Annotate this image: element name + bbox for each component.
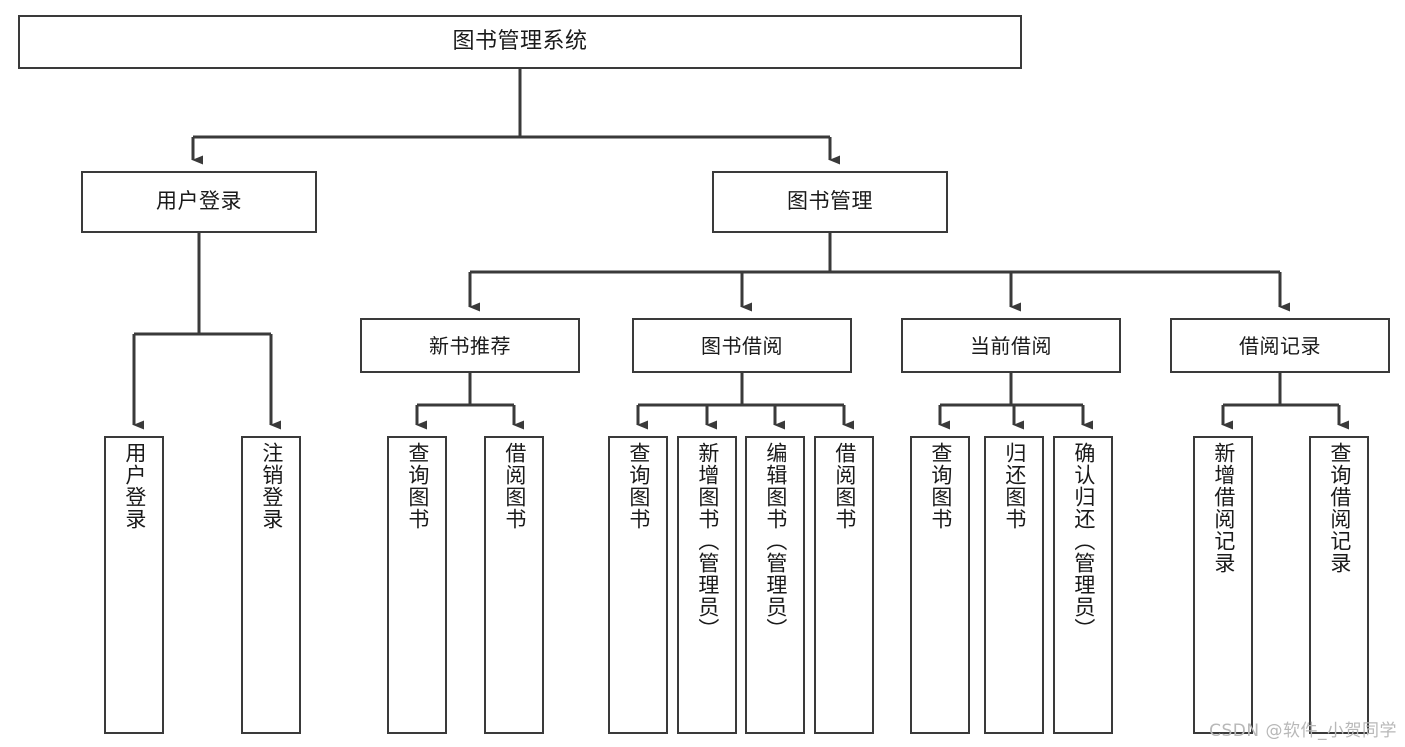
node-leaf-query-book-2-label: 查询图书 xyxy=(626,442,651,530)
node-leaf-edit-book[interactable]: 编辑图书（管理员） xyxy=(745,436,805,734)
node-leaf-return-book-label: 归还图书 xyxy=(1002,442,1027,530)
node-leaf-add-book[interactable]: 新增图书（管理员） xyxy=(677,436,737,734)
node-leaf-query-book-1[interactable]: 查询图书 xyxy=(387,436,447,734)
node-leaf-user-login-label: 用户登录 xyxy=(122,442,147,530)
node-user-login[interactable]: 用户登录 xyxy=(81,171,317,233)
node-leaf-user-logout-label: 注销登录 xyxy=(259,442,284,530)
node-leaf-user-logout[interactable]: 注销登录 xyxy=(241,436,301,734)
node-leaf-query-book-3-label: 查询图书 xyxy=(928,442,953,530)
node-leaf-borrow-book-1[interactable]: 借阅图书 xyxy=(484,436,544,734)
node-borrow-record-label: 借阅记录 xyxy=(1239,333,1321,358)
node-leaf-query-book-3[interactable]: 查询图书 xyxy=(910,436,970,734)
node-root[interactable]: 图书管理系统 xyxy=(18,15,1022,69)
node-new-book-rec[interactable]: 新书推荐 xyxy=(360,318,580,373)
node-new-book-rec-label: 新书推荐 xyxy=(429,333,511,358)
node-root-label: 图书管理系统 xyxy=(452,28,588,54)
node-book-manage-label: 图书管理 xyxy=(787,189,873,214)
node-current-borrow-label: 当前借阅 xyxy=(970,333,1052,358)
node-borrow-record[interactable]: 借阅记录 xyxy=(1170,318,1390,373)
node-leaf-borrow-book-1-label: 借阅图书 xyxy=(502,442,527,530)
node-leaf-add-record-label: 新增借阅记录 xyxy=(1211,442,1236,574)
node-leaf-query-record-label: 查询借阅记录 xyxy=(1327,442,1352,574)
node-leaf-add-record[interactable]: 新增借阅记录 xyxy=(1193,436,1253,734)
node-book-borrow-label: 图书借阅 xyxy=(701,333,783,358)
node-leaf-borrow-book-2-label: 借阅图书 xyxy=(832,442,857,530)
node-book-manage[interactable]: 图书管理 xyxy=(712,171,948,233)
node-leaf-query-book-2[interactable]: 查询图书 xyxy=(608,436,668,734)
node-leaf-user-login[interactable]: 用户登录 xyxy=(104,436,164,734)
node-current-borrow[interactable]: 当前借阅 xyxy=(901,318,1121,373)
node-leaf-add-book-label: 新增图书（管理员） xyxy=(695,442,720,640)
node-leaf-query-book-1-label: 查询图书 xyxy=(405,442,430,530)
node-leaf-confirm-return[interactable]: 确认归还（管理员） xyxy=(1053,436,1113,734)
node-leaf-borrow-book-2[interactable]: 借阅图书 xyxy=(814,436,874,734)
csdn-watermark: CSDN @软件_小贺同学 xyxy=(1209,721,1397,741)
node-leaf-query-record[interactable]: 查询借阅记录 xyxy=(1309,436,1369,734)
node-leaf-edit-book-label: 编辑图书（管理员） xyxy=(763,442,788,640)
node-leaf-confirm-return-label: 确认归还（管理员） xyxy=(1071,442,1096,640)
node-leaf-return-book[interactable]: 归还图书 xyxy=(984,436,1044,734)
node-user-login-label: 用户登录 xyxy=(156,189,242,214)
node-book-borrow[interactable]: 图书借阅 xyxy=(632,318,852,373)
